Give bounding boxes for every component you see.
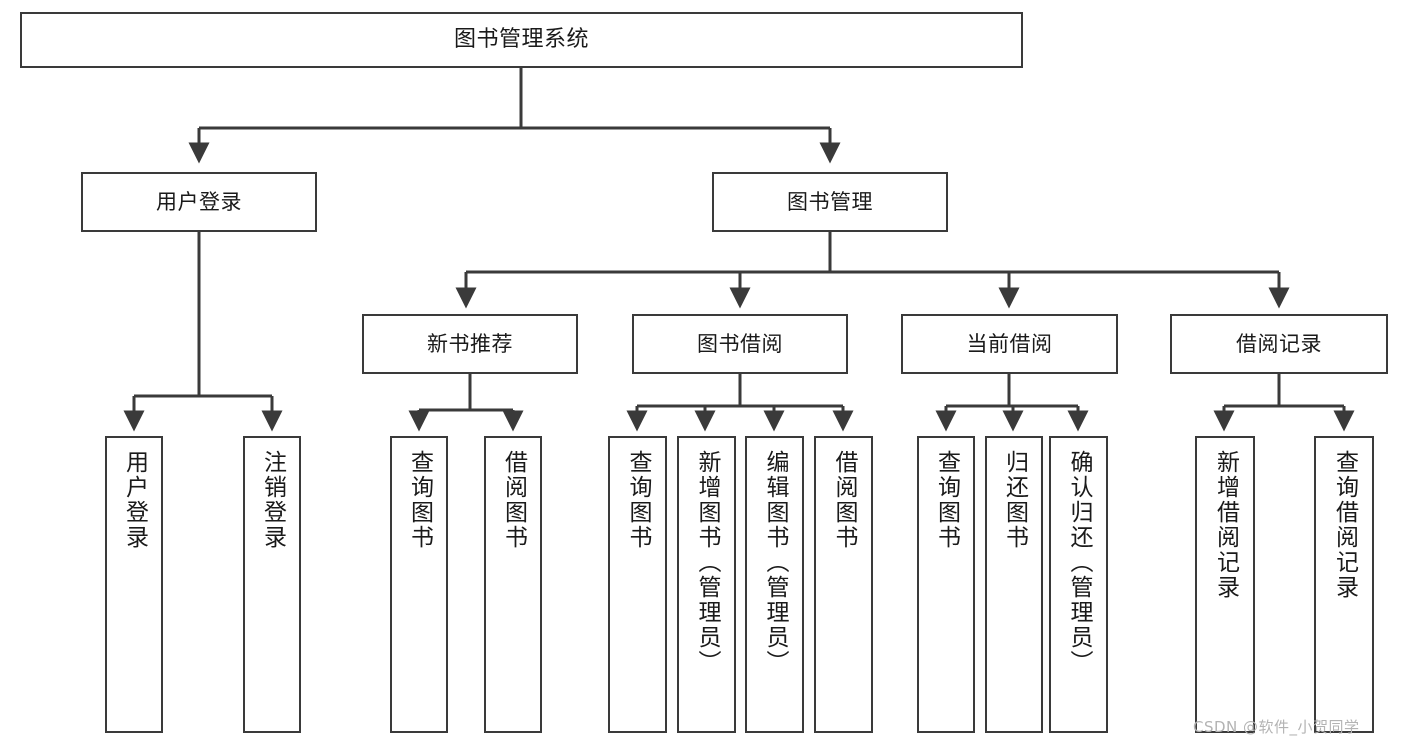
node-leaf-query-borrow-record[interactable]: 查询借阅记录 <box>1314 436 1374 733</box>
node-leaf-query-book-current[interactable]: 查询图书 <box>917 436 975 733</box>
node-label: 注销登录 <box>259 450 286 550</box>
node-leaf-return-book[interactable]: 归还图书 <box>985 436 1043 733</box>
node-label: 新增借阅记录 <box>1212 450 1239 600</box>
node-leaf-borrow-book-recommend[interactable]: 借阅图书 <box>484 436 542 733</box>
node-label: 借阅图书 <box>500 450 527 550</box>
node-label: 图书管理系统 <box>453 27 589 53</box>
node-leaf-logout[interactable]: 注销登录 <box>243 436 301 733</box>
node-label: 借阅记录 <box>1236 331 1322 356</box>
node-leaf-borrow-book[interactable]: 借阅图书 <box>814 436 873 733</box>
node-label: 图书管理 <box>787 189 873 214</box>
node-label: 借阅图书 <box>831 450 857 550</box>
node-label: 用户登录 <box>156 189 242 214</box>
node-leaf-edit-book-admin[interactable]: 编辑图书（管理员） <box>745 436 804 733</box>
node-book-management[interactable]: 图书管理 <box>712 172 948 232</box>
node-label: 编辑图书（管理员） <box>762 450 788 675</box>
node-label: 用户登录 <box>121 450 148 550</box>
node-borrow-record[interactable]: 借阅记录 <box>1170 314 1388 374</box>
node-leaf-user-login[interactable]: 用户登录 <box>105 436 163 733</box>
node-leaf-add-borrow-record[interactable]: 新增借阅记录 <box>1195 436 1255 733</box>
node-label: 当前借阅 <box>966 331 1053 356</box>
node-book-borrow[interactable]: 图书借阅 <box>632 314 848 374</box>
node-label: 图书借阅 <box>697 331 783 356</box>
node-leaf-query-book-recommend[interactable]: 查询图书 <box>390 436 448 733</box>
node-leaf-add-book-admin[interactable]: 新增图书（管理员） <box>677 436 736 733</box>
node-root-system[interactable]: 图书管理系统 <box>20 12 1023 68</box>
node-new-book-recommend[interactable]: 新书推荐 <box>362 314 578 374</box>
node-label: 新书推荐 <box>427 331 513 356</box>
node-user-login[interactable]: 用户登录 <box>81 172 317 232</box>
node-leaf-confirm-return-admin[interactable]: 确认归还（管理员） <box>1049 436 1108 733</box>
node-label: 查询图书 <box>625 450 651 550</box>
node-label: 查询借阅记录 <box>1331 450 1358 600</box>
node-label: 确认归还（管理员） <box>1066 450 1092 675</box>
node-leaf-query-book-borrow[interactable]: 查询图书 <box>608 436 667 733</box>
node-label: 查询图书 <box>406 450 433 550</box>
node-label: 新增图书（管理员） <box>694 450 720 675</box>
node-current-borrow[interactable]: 当前借阅 <box>901 314 1118 374</box>
node-label: 查询图书 <box>933 450 960 550</box>
node-label: 归还图书 <box>1001 450 1028 550</box>
